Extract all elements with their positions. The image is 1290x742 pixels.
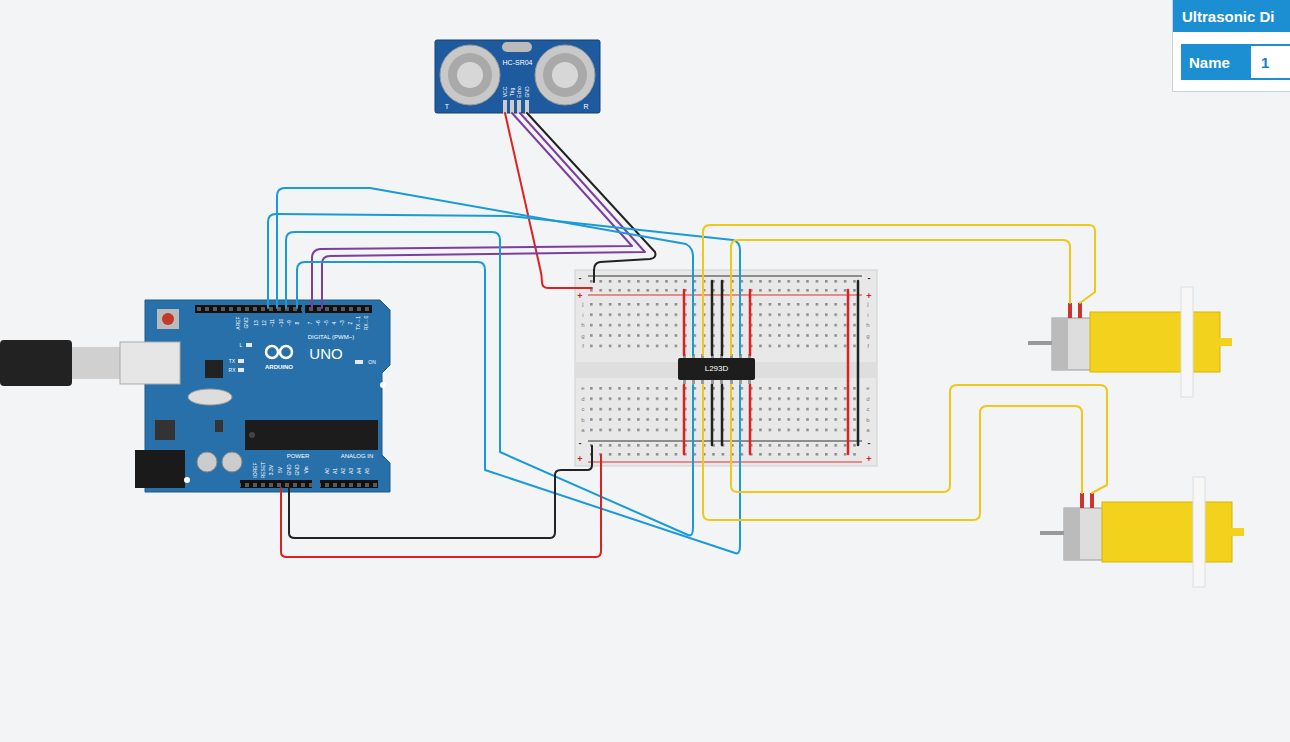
pin-label: 13 xyxy=(254,320,259,326)
led-label: RX xyxy=(229,368,236,373)
rail-mark: + xyxy=(866,455,871,464)
part-name: HC-SR04 xyxy=(503,59,533,66)
pin-label: RX←0 xyxy=(364,316,369,331)
rail-mark: - xyxy=(868,439,871,448)
brand-name: ARDUINO xyxy=(265,364,293,370)
driver-chip: L293D xyxy=(678,358,755,380)
row-letter: b xyxy=(581,417,584,423)
pin-label: A2 xyxy=(341,468,346,474)
side-mark: R xyxy=(583,103,588,110)
pin-label: A4 xyxy=(357,468,362,474)
pin-label: A5 xyxy=(365,468,370,474)
arduino-board xyxy=(120,300,390,492)
pin-label: AREF xyxy=(236,316,241,329)
pin-label: ~5 xyxy=(324,320,329,326)
rail-mark: - xyxy=(579,439,582,448)
row-letter: b xyxy=(866,417,869,423)
pin-label: GND xyxy=(525,86,530,97)
header-label: POWER xyxy=(287,453,310,459)
pin-label: 3.3V xyxy=(269,465,274,475)
rail-mark: - xyxy=(868,274,871,283)
part-name: L293D xyxy=(705,365,729,373)
side-mark: T xyxy=(445,103,449,110)
pin-label: 12 xyxy=(262,320,267,326)
row-letter: i xyxy=(867,312,868,318)
sensor-module: HC-SR04 xyxy=(435,40,600,113)
row-letter: g xyxy=(866,333,869,339)
pin-label: Echo xyxy=(517,86,522,97)
header-label: ANALOG IN xyxy=(341,453,374,459)
pin-label: TX→1 xyxy=(356,316,361,330)
led-label: TX xyxy=(229,359,235,364)
row-letter: c xyxy=(582,406,585,412)
row-letter: g xyxy=(581,333,584,339)
ultrasonic-sensor xyxy=(435,40,600,114)
field-label-text: Name xyxy=(1189,55,1230,70)
panel-heading: Ultrasonic Di xyxy=(1182,9,1275,24)
row-letter: f xyxy=(867,343,869,349)
pin-label: IOREF xyxy=(253,462,258,477)
row-letter: e xyxy=(866,385,869,391)
field-label: Name xyxy=(1181,44,1249,80)
row-letter: e xyxy=(581,385,584,391)
pin-label: GND xyxy=(244,317,249,328)
pin-label: ~11 xyxy=(270,319,275,327)
pin-label: Trig xyxy=(510,88,515,96)
rail-mark: + xyxy=(866,292,871,301)
rail-mark: + xyxy=(577,292,582,301)
row-letter: h xyxy=(581,322,584,328)
pin-label: ~10 xyxy=(279,319,284,327)
pin-label: Vin xyxy=(304,466,309,473)
pin-label: GND xyxy=(287,464,292,475)
properties-panel: Ultrasonic Di Name 1 xyxy=(1172,0,1290,92)
wires xyxy=(268,113,1107,557)
pin-label: 5V xyxy=(278,467,283,473)
board-name: UNO xyxy=(309,346,342,361)
row-letter: d xyxy=(581,396,584,402)
led-label: L xyxy=(240,343,243,348)
row-letter: i xyxy=(582,312,583,318)
pin-label: 4 xyxy=(332,322,337,325)
rail-mark: - xyxy=(579,274,582,283)
row-letter: f xyxy=(582,343,584,349)
pin-label: ~3 xyxy=(340,320,345,326)
row-letter: a xyxy=(866,427,869,433)
pin-label: RESET xyxy=(261,462,266,479)
pin-label: A1 xyxy=(333,468,338,474)
pin-label: VCC xyxy=(503,87,508,98)
pin-label: 2 xyxy=(348,322,353,325)
row-letter: d xyxy=(866,396,869,402)
pin-label: A3 xyxy=(349,468,354,474)
field-value: 1 xyxy=(1249,44,1290,80)
dc-motor xyxy=(1040,477,1244,587)
pin-label: A0 xyxy=(325,468,330,474)
row-letter: h xyxy=(866,322,869,328)
row-letter: j xyxy=(582,301,583,307)
row-letter: c xyxy=(867,406,870,412)
pin-label: 7 xyxy=(308,322,313,325)
row-letter: a xyxy=(581,427,584,433)
pin-label: ~6 xyxy=(316,320,321,326)
field-value-text: 1 xyxy=(1261,55,1269,70)
pin-label: 8 xyxy=(295,322,300,325)
breadboard xyxy=(575,270,877,466)
usb-cable xyxy=(0,340,122,386)
pin-label: ~9 xyxy=(287,320,292,326)
led-label: ON xyxy=(368,360,376,365)
header-label: DIGITAL (PWM~) xyxy=(308,334,355,340)
dc-motor xyxy=(1028,287,1232,397)
rail-mark: + xyxy=(577,455,582,464)
row-letter: j xyxy=(867,301,868,307)
pin-label: GND xyxy=(295,464,300,475)
